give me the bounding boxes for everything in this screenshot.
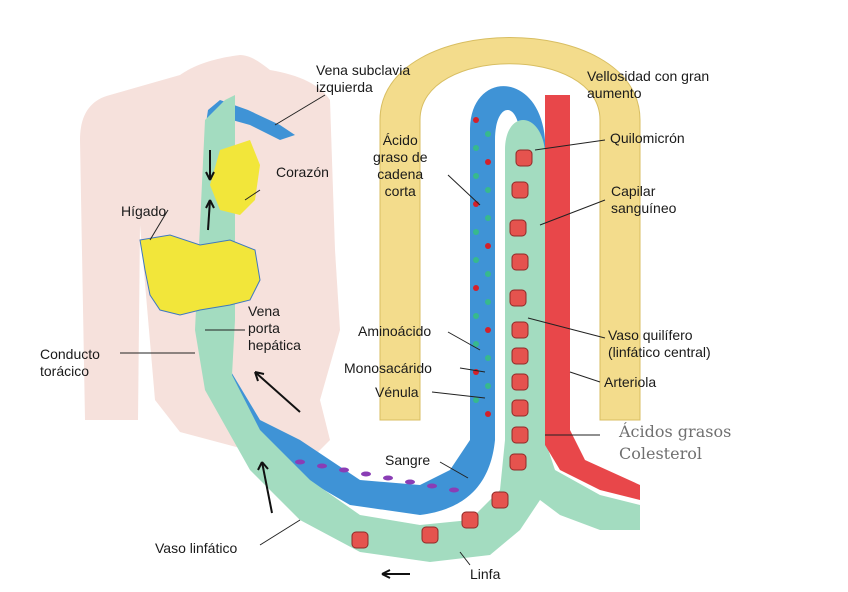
nutrient-dot: [473, 173, 479, 179]
label-vena-porta: Vena porta hepática: [248, 303, 301, 353]
nutrient-dot: [473, 313, 479, 319]
label-monosacarido: Monosacárido: [344, 360, 432, 376]
flow-arrows: [205, 150, 410, 579]
nutrient-dot: [473, 117, 479, 123]
chylomicron: [351, 531, 369, 549]
nutrient-dot: [473, 229, 479, 235]
label-linfa: Linfa: [470, 566, 501, 582]
nutrient-dot: [485, 355, 491, 361]
chylomicron: [511, 426, 529, 444]
chylomicron: [421, 526, 439, 544]
nutrient-dot: [485, 271, 491, 277]
amino-acid-particle: [339, 467, 349, 473]
label-sangre: Sangre: [385, 452, 431, 468]
arrow-up-lymph: [261, 461, 273, 514]
label-colesterol: Colesterol: [619, 444, 702, 463]
chylomicron: [511, 399, 529, 417]
label-corazon: Corazón: [276, 164, 329, 180]
amino-acid-particle: [361, 471, 371, 477]
label-vena-subclavia: Vena subclavia izquierda: [316, 62, 411, 95]
chylomicron: [515, 149, 533, 167]
amino-acid-particle: [317, 463, 327, 469]
nutrient-dot: [485, 159, 491, 165]
amino-acid-particle: [295, 459, 305, 465]
label-conducto-toracico: Conducto torácico: [40, 346, 100, 379]
nutrient-dot: [485, 299, 491, 305]
nutrient-dot: [485, 243, 491, 249]
nutrient-dot: [473, 145, 479, 151]
label-quilomicron: Quilomicrón: [610, 130, 685, 146]
amino-acid-particle: [427, 483, 437, 489]
label-venula: Vénula: [375, 384, 419, 400]
label-arteriola: Arteriola: [604, 374, 657, 390]
villus-envelope: [379, 37, 641, 421]
amino-acid-particle: [449, 487, 459, 493]
label-higado: Hígado: [121, 203, 167, 219]
label-acidos-grasos: Ácidos grasos: [619, 422, 732, 441]
nutrient-dot: [485, 411, 491, 417]
nutrient-dot: [485, 327, 491, 333]
chylomicron: [509, 453, 527, 471]
lymph-vessel-path: [195, 95, 640, 562]
chylomicron: [511, 181, 529, 199]
heart-shape: [210, 140, 260, 215]
liver-shape: [139, 234, 261, 316]
label-acido-graso-cc: Ácido graso de cadena corta: [373, 132, 428, 199]
leader-lines: [120, 94, 606, 566]
chylomicron: [511, 253, 529, 271]
chylomicron: [511, 321, 529, 339]
label-vaso-linfatico: Vaso linfático: [155, 540, 238, 556]
label-aminoacido: Aminoácido: [358, 323, 432, 339]
chylomicron: [509, 219, 527, 237]
nutrient-dot: [473, 285, 479, 291]
label-vellosidad: Vellosidad con gran aumento: [587, 68, 710, 101]
nutrient-dot: [485, 383, 491, 389]
amino-acid-particle: [383, 475, 393, 481]
nutrient-dot: [485, 131, 491, 137]
chylomicron: [461, 511, 479, 529]
arteriole-path: [545, 95, 640, 500]
amino-acid-particle: [405, 479, 415, 485]
nutrient-dot: [473, 341, 479, 347]
nutrient-dot: [473, 397, 479, 403]
arrow-up-portal: [254, 371, 301, 413]
chylomicron: [491, 491, 509, 509]
arrow-up-heart: [207, 199, 211, 231]
nutrient-dot: [473, 257, 479, 263]
chylomicron: [511, 347, 529, 365]
portal-vein-path: [205, 86, 545, 516]
label-capilar: Capilar sanguíneo: [611, 183, 677, 216]
nutrient-dot: [485, 215, 491, 221]
label-vaso-quilifero: Vaso quilífero (linfático central): [608, 327, 711, 360]
chylomicron: [509, 289, 527, 307]
nutrient-dot: [485, 187, 491, 193]
chylomicron: [511, 373, 529, 391]
